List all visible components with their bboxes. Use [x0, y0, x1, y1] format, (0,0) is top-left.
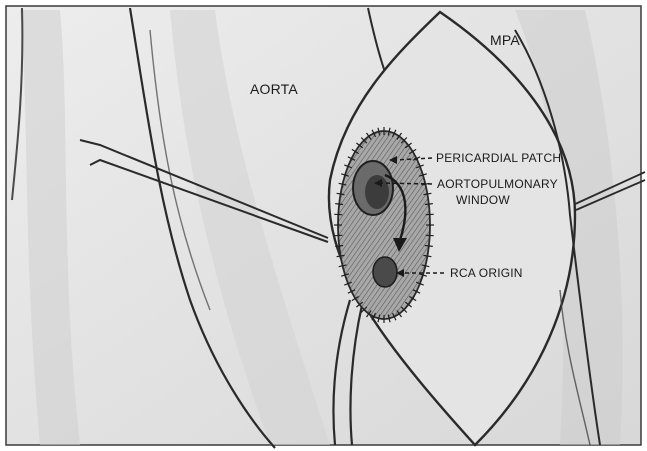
aortopulmonary-window-inner: [365, 175, 389, 209]
label-aortopulmonary-line1: AORTOPULMONARY: [437, 178, 558, 190]
label-rca-origin: RCA ORIGIN: [450, 267, 523, 279]
label-aortopulmonary-line2: WINDOW: [456, 194, 510, 206]
label-aorta: AORTA: [250, 82, 298, 96]
label-pericardial-patch: PERICARDIAL PATCH: [436, 152, 561, 164]
rca-origin: [373, 257, 397, 287]
label-mpa: MPA: [490, 33, 520, 47]
